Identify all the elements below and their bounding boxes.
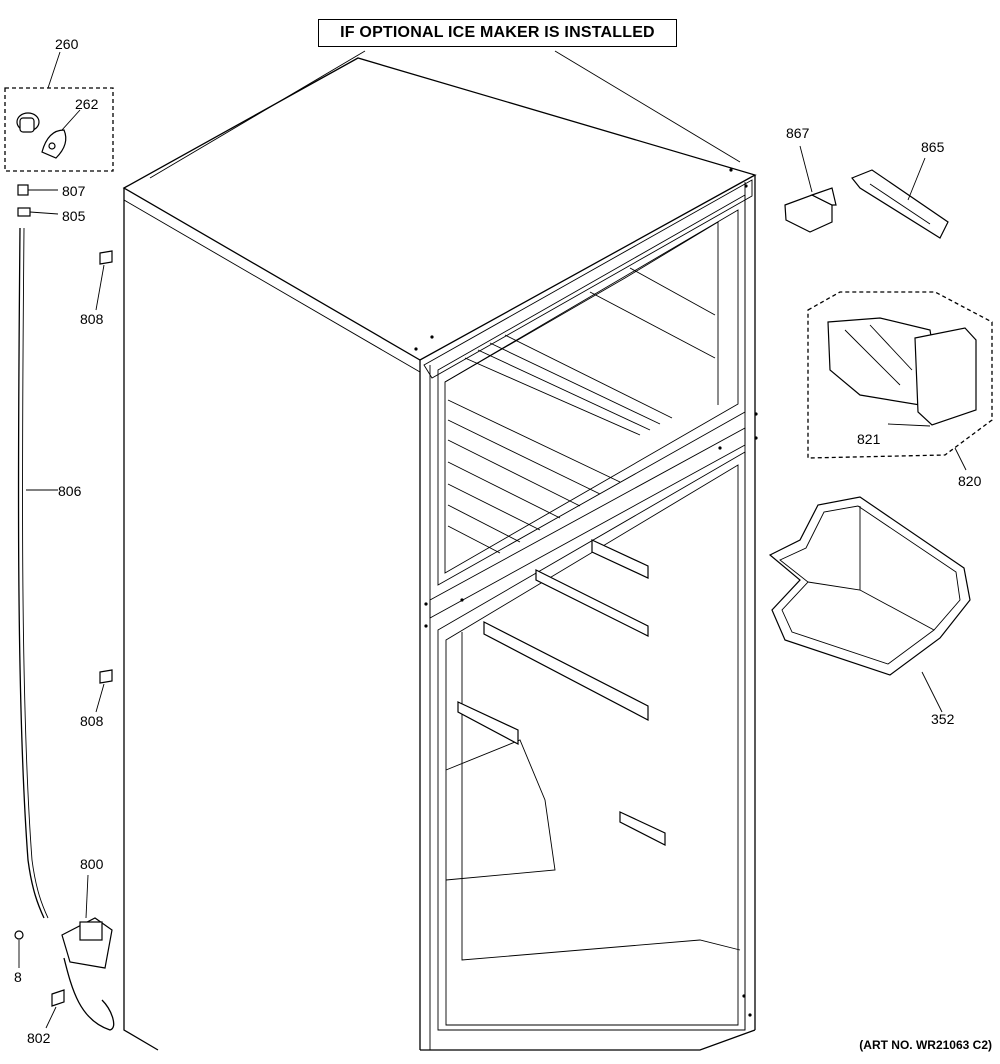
ice-maker-parts — [768, 145, 993, 713]
part-807-fitting — [17, 184, 58, 196]
callout-807: 807 — [62, 183, 86, 199]
callout-352: 352 — [931, 711, 955, 727]
part-808-clip-upper — [95, 250, 113, 311]
part-8-screw — [14, 930, 24, 968]
part-806-water-tube — [17, 227, 58, 919]
callout-262: 262 — [75, 96, 99, 112]
diagram-title: IF OPTIONAL ICE MAKER IS INSTALLED — [318, 19, 677, 47]
fitting-kit-outline — [4, 87, 114, 172]
part-262-nut — [41, 129, 67, 159]
callout-865: 865 — [921, 139, 945, 155]
part-802-clamp — [45, 989, 65, 1029]
freezer-compartment — [437, 194, 746, 586]
callout-8: 8 — [14, 969, 22, 985]
title-leader-lines — [149, 50, 741, 179]
part-867-bracket — [784, 145, 837, 233]
callout-805: 805 — [62, 208, 86, 224]
fresh-food-compartment — [437, 451, 746, 1031]
callout-821: 821 — [857, 431, 881, 447]
part-865-fill-cup — [851, 157, 949, 239]
cabinet — [122, 57, 758, 1051]
callout-802: 802 — [27, 1030, 51, 1046]
art-number: (ART NO. WR21063 C2) — [859, 1038, 992, 1052]
callout-806: 806 — [58, 483, 82, 499]
part-800-water-valve — [61, 874, 115, 1031]
part-805-fitting — [17, 207, 59, 217]
callout-800: 800 — [80, 856, 104, 872]
callout-808-upper: 808 — [80, 311, 104, 327]
water-line-assembly — [4, 87, 115, 1031]
part-808-clip-lower — [95, 669, 113, 713]
callout-808-lower: 808 — [80, 713, 104, 729]
callout-labels: 260 262 807 805 808 806 808 800 8 802 86… — [14, 36, 982, 1046]
callout-820: 820 — [958, 473, 982, 489]
callout-260: 260 — [55, 36, 79, 52]
ice-maker-assembly-outline — [807, 291, 993, 459]
mullion-divider — [429, 427, 746, 619]
part-352-ice-bucket — [768, 496, 971, 713]
part-260-fitting — [16, 112, 40, 133]
callout-867: 867 — [786, 125, 810, 141]
part-821-ice-maker — [827, 317, 977, 427]
